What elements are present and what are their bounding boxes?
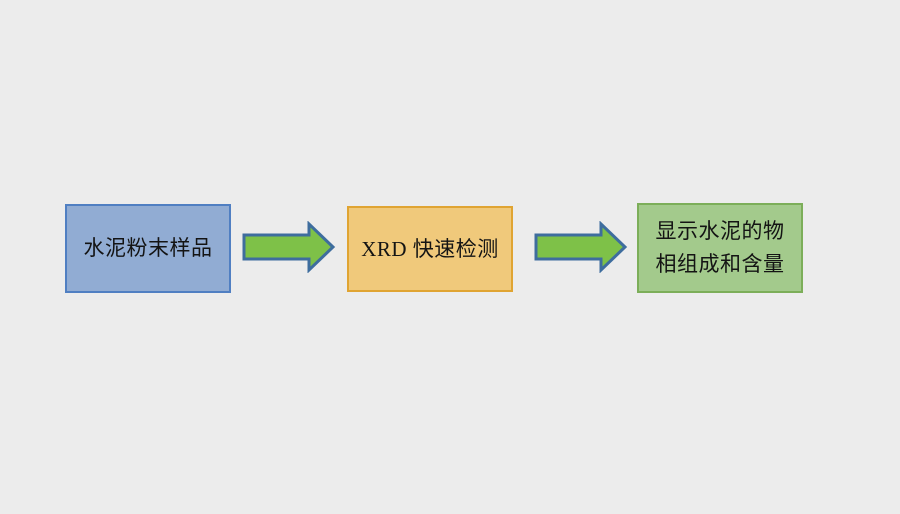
right-block-arrow-icon — [242, 221, 336, 273]
flow-node-label-line-2: 相组成和含量 — [655, 252, 785, 276]
arrow-shape — [242, 221, 336, 273]
flow-node-xrd-rapid-detection: XRD 快速检测 — [347, 206, 513, 292]
right-block-arrow-icon — [534, 221, 628, 273]
flow-node-label: XRD 快速检测 — [361, 236, 499, 261]
flow-node-label: 水泥粉末样品 — [83, 236, 213, 260]
flow-node-label: 显示水泥的物 相组成和含量 — [656, 215, 785, 281]
flow-node-cement-powder-sample: 水泥粉末样品 — [65, 204, 231, 293]
flow-node-label-line-1: 显示水泥的物 — [655, 219, 785, 243]
flow-node-display-phase-result: 显示水泥的物 相组成和含量 — [637, 203, 803, 293]
arrow-shape — [534, 221, 628, 273]
